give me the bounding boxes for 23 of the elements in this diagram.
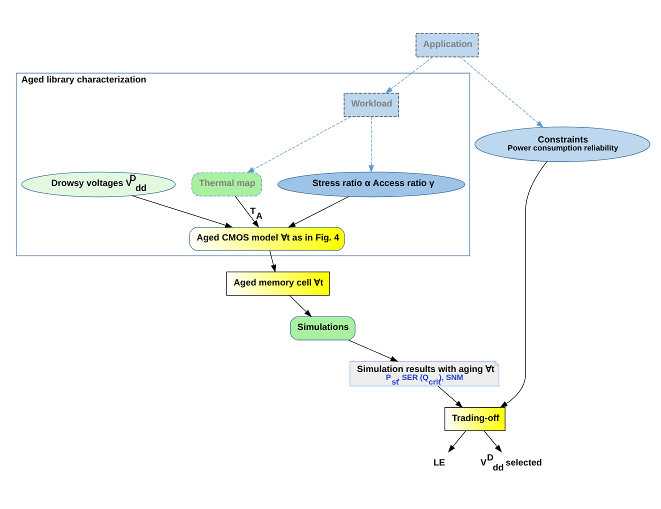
arrow: [448, 430, 466, 453]
arrow: [132, 195, 233, 228]
node-box: Trading-off: [444, 407, 506, 432]
node-box: Thermal map: [192, 172, 262, 196]
arrow: [484, 430, 502, 453]
arrow: [438, 386, 463, 408]
arrow: [384, 56, 433, 94]
node-ellipse: Stress ratio α Access ratio γ: [277, 172, 466, 198]
node-box: Aged memory cell ∀t: [226, 272, 330, 296]
arrow: [234, 196, 260, 228]
arrow: [289, 295, 312, 318]
node-box: Simulations: [290, 316, 356, 340]
node-box: Workload: [344, 92, 399, 117]
arrow: [368, 116, 374, 174]
arrow: [460, 56, 544, 128]
arrow: [288, 196, 350, 228]
node-text: LE: [433, 457, 446, 468]
arrow: [246, 116, 352, 174]
node-box: Application: [416, 33, 479, 58]
arrow: [270, 250, 276, 273]
node-box: Aged CMOS model ∀t as in Fig. 4: [189, 226, 345, 251]
arrow: [500, 161, 548, 408]
arrow: [348, 340, 398, 362]
